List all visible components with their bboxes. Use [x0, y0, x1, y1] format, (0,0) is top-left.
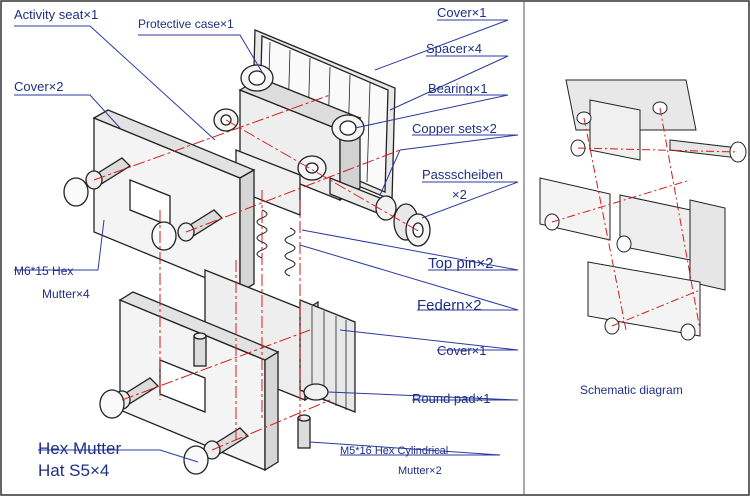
label-schematic: Schematic diagram: [580, 383, 683, 397]
label-round-pad: Round pad×1: [412, 391, 491, 406]
main-exploded-view: [63, 29, 431, 475]
label-spacer: Spacer×4: [426, 41, 483, 56]
screw-m5-2: [297, 414, 311, 449]
round-pad: [303, 383, 329, 401]
label-federn: Federn×2: [417, 297, 482, 314]
schematic-assembly: [539, 79, 747, 341]
label-top-pin: Top pin×2: [428, 255, 494, 272]
leader-lines: [14, 19, 519, 463]
label-hex-mutter-count: Hat S5×4: [38, 461, 110, 480]
label-cover-top: Cover×1: [437, 5, 487, 20]
label-m6-hex: M6*15 Hex: [14, 264, 74, 278]
springs: [256, 209, 296, 277]
screw-1: [85, 157, 132, 190]
cover-plate-left-top: [92, 109, 256, 294]
label-m5-hex-count: Mutter×2: [398, 465, 442, 477]
centerlines: [93, 94, 421, 451]
label-bearing: Bearing×1: [428, 81, 488, 96]
label-m6-hex-count: Mutter×4: [42, 287, 90, 301]
label-hex-mutter: Hex Mutter: [38, 439, 122, 458]
label-m5-hex: M5*16 Hex Cylindrical: [340, 445, 449, 457]
hex-hat-caps: [63, 177, 209, 475]
label-passscheiben: Passscheiben: [422, 167, 503, 182]
label-cover-left: Cover×2: [14, 79, 64, 94]
screw-m5-1: [193, 332, 207, 367]
label-copper-sets: Copper sets×2: [412, 121, 497, 136]
schematic-centerlines: [551, 107, 739, 331]
label-passscheiben-count: ×2: [452, 187, 467, 202]
label-protective-case: Protective case×1: [138, 17, 234, 31]
label-activity-seat: Activity seat×1: [14, 7, 99, 22]
label-cover-mid: Cover×1: [437, 343, 487, 358]
